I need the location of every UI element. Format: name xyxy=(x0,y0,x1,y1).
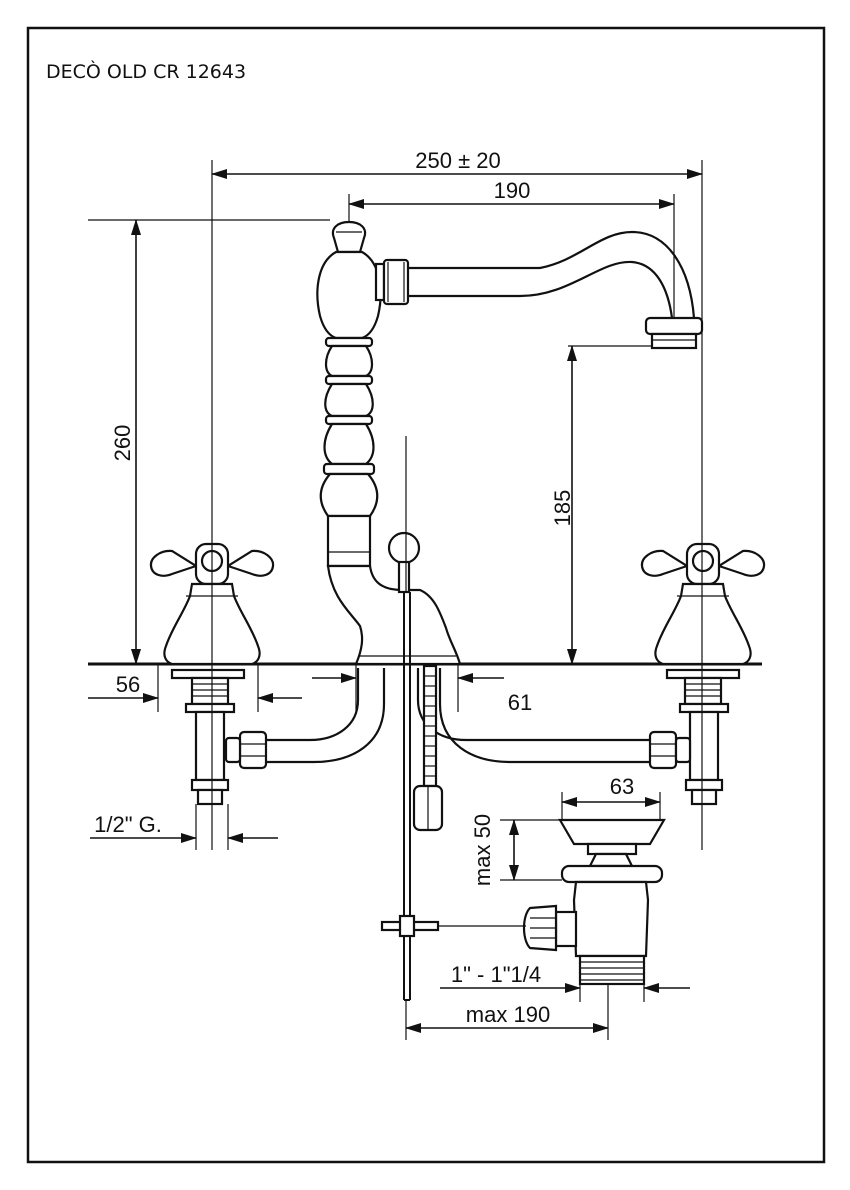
drawing-frame xyxy=(26,26,826,1164)
drawing-title: DECÒ OLD CR 12643 xyxy=(46,59,246,83)
dim-connection: 1/2" G. xyxy=(94,812,162,837)
flexible-hose xyxy=(412,664,444,832)
spout-column xyxy=(316,220,704,666)
dim-spout-reach: 190 xyxy=(494,178,531,203)
dim-rod-length: max 190 xyxy=(466,1002,550,1027)
dim-overall-width: 250 ± 20 xyxy=(415,148,500,173)
dim-handle-hole: 56 xyxy=(116,672,140,697)
dim-spout-hole: 61 xyxy=(508,690,532,715)
popup-rod xyxy=(380,592,440,1001)
dim-waste-height: max 50 xyxy=(470,814,495,886)
waste-assembly xyxy=(438,818,666,986)
dim-waste-top-width: 63 xyxy=(610,774,634,799)
right-handle-valve xyxy=(640,542,766,806)
dim-spout-height: 185 xyxy=(550,490,575,527)
dim-total-height: 260 xyxy=(110,425,135,462)
dimension-lines xyxy=(88,160,703,1040)
supply-hoses xyxy=(266,668,650,764)
dim-waste-thread: 1" - 1"1/4 xyxy=(451,962,541,987)
